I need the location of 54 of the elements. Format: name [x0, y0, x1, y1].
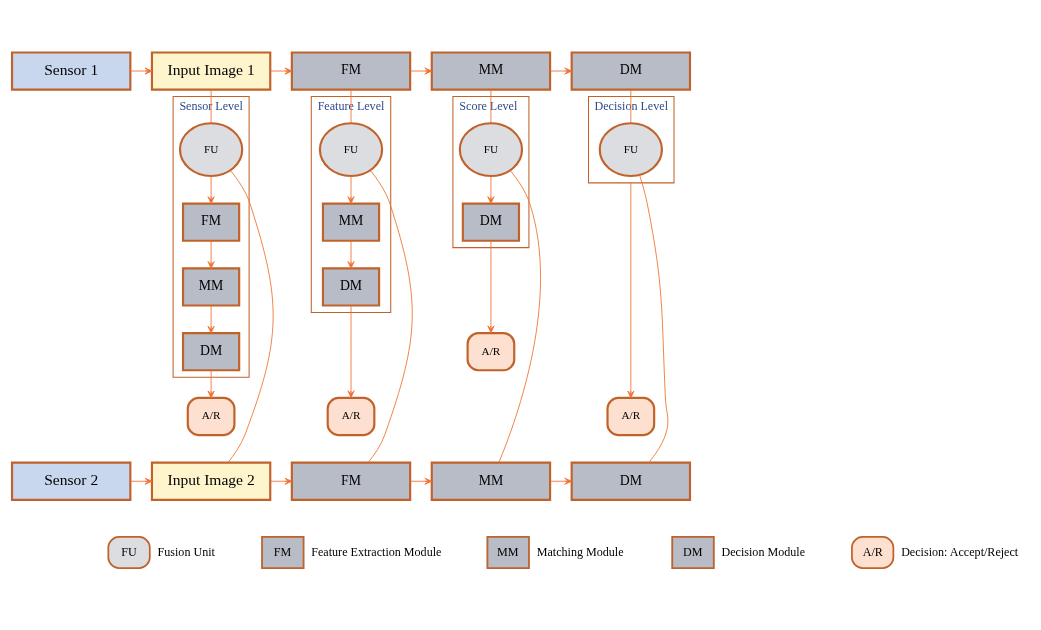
node-box: A/R [326, 396, 376, 437]
node-box: A/R [466, 332, 516, 372]
arrow [627, 182, 635, 399]
node-box: FM [181, 202, 241, 242]
arrow [207, 175, 215, 204]
node-ellipse: FU [318, 122, 384, 178]
connector [227, 170, 274, 463]
node-box: DM [570, 51, 692, 91]
node-label: Decision Module [721, 544, 806, 559]
node-label: Fusion Unit [157, 544, 215, 559]
node-ellipse: FU [178, 122, 244, 178]
arrow [347, 305, 355, 398]
arrow [409, 477, 433, 485]
arrow [487, 240, 495, 334]
arrow [207, 370, 215, 399]
node-box: Sensor 2 [10, 461, 132, 501]
connector [498, 170, 541, 463]
arrow [487, 175, 495, 204]
connector [490, 89, 492, 124]
arrow [549, 477, 573, 485]
node-label: Decision: Accept/Reject [901, 544, 1019, 559]
node-box: DM [570, 461, 692, 501]
connector [639, 174, 669, 464]
arrow [409, 67, 433, 75]
node-box: Input Image 1 [150, 51, 272, 91]
node-label: Matching Module [536, 544, 624, 559]
arrow [347, 240, 355, 269]
node-box: Sensor 1 [10, 51, 132, 91]
arrow [269, 477, 293, 485]
arrow [549, 67, 573, 75]
arrow [207, 305, 215, 334]
node-box: Input Image 2 [150, 461, 272, 501]
node-box: A/R [186, 396, 236, 437]
node-box: MM [430, 51, 552, 91]
node-box: FM [290, 51, 412, 91]
node-box: A/R [606, 396, 656, 437]
node-box: FM [290, 461, 412, 501]
connector [350, 89, 352, 124]
node-box: MM [181, 267, 241, 307]
arrow [207, 240, 215, 269]
node-box: DM [181, 332, 241, 372]
node-box: MM [430, 461, 552, 501]
connector [367, 170, 413, 463]
arrow [130, 477, 153, 485]
node-box: DM [461, 202, 521, 242]
node-label: Feature Extraction Module [311, 544, 442, 559]
node-ellipse: FU [598, 122, 663, 178]
node-ellipse: FU [458, 122, 524, 178]
node-box: MM [321, 202, 381, 242]
arrow [269, 67, 293, 75]
arrow [130, 67, 153, 75]
node-box: DM [321, 267, 381, 307]
connector [210, 89, 212, 124]
arrow [347, 175, 355, 204]
